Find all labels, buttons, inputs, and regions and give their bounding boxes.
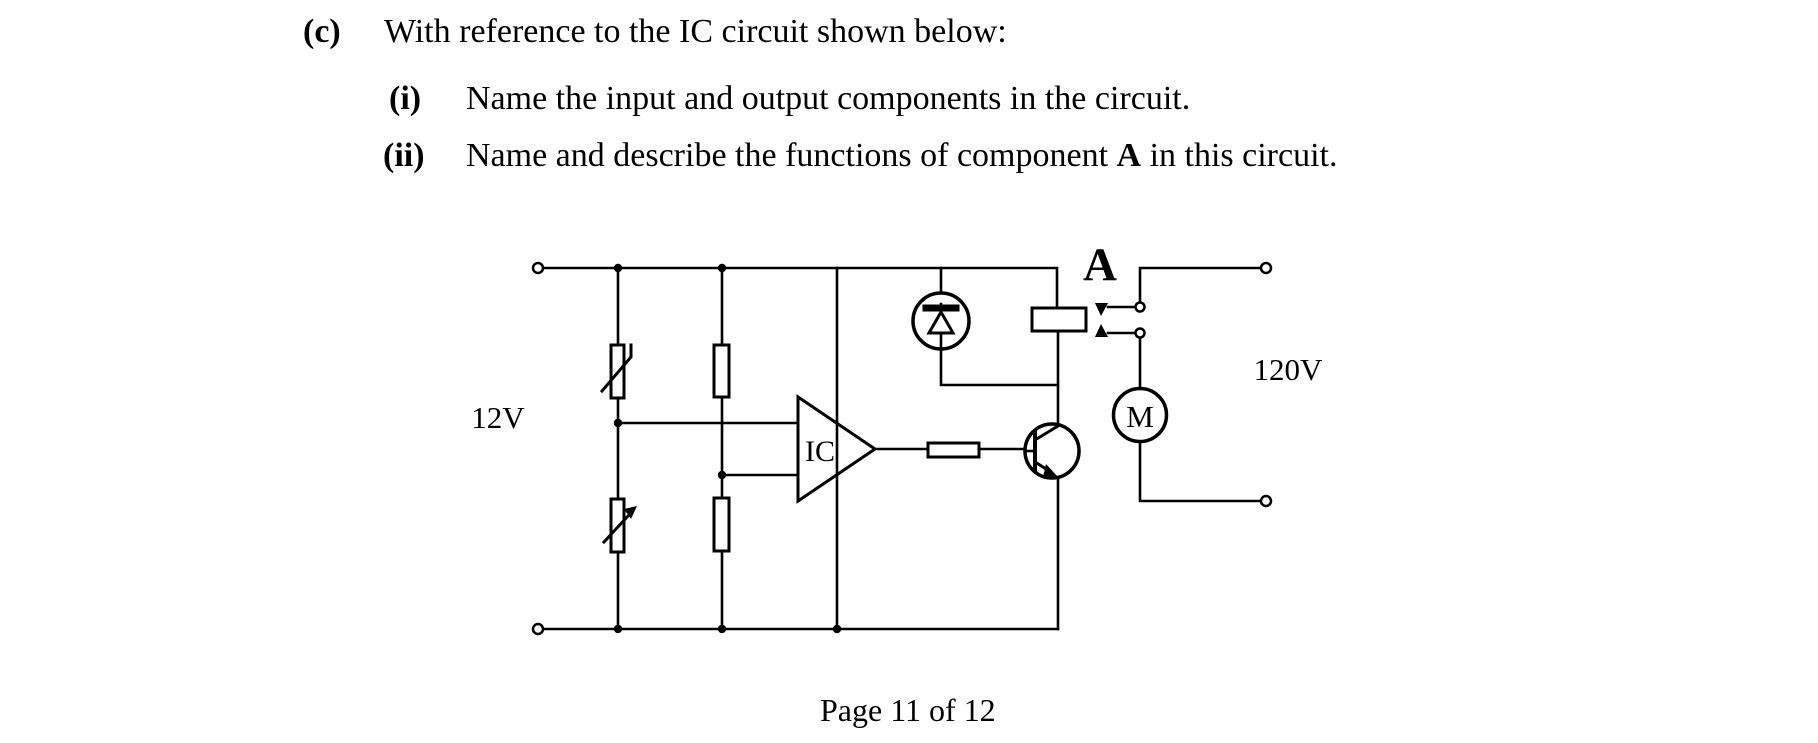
part-ii-text-after: in this circuit.	[1141, 137, 1338, 174]
part-ii-text-before: Name and describe the functions of compo…	[466, 137, 1117, 174]
base-resistor-symbol	[926, 441, 981, 459]
part-i-text: Name the input and output components in …	[466, 80, 1191, 117]
npn-transistor-symbol	[1023, 422, 1081, 480]
motor-bottom-wire	[1138, 439, 1268, 503]
terminal-bottom-left	[531, 622, 545, 636]
fixed-resistor-bottom-symbol	[712, 496, 731, 553]
protection-diode-symbol	[911, 291, 971, 351]
relay-contacts-symbol	[1095, 301, 1146, 339]
top-rail	[541, 266, 1059, 310]
contact-top-wire	[1138, 266, 1268, 304]
part-ii-emphasis-a: A	[1116, 137, 1142, 174]
part-ii-label: (ii)	[383, 137, 425, 174]
component-a-label: A	[1083, 239, 1117, 291]
ic-label: IC	[805, 435, 835, 468]
question-row-i: (i) Name the input and output components…	[0, 77, 1818, 121]
supply-12v-label: 12V	[471, 400, 525, 435]
junction-dots	[613, 263, 842, 634]
terminal-top-left	[531, 261, 545, 275]
variable-resistor-symbol	[601, 497, 637, 554]
motor-label: M	[1126, 399, 1154, 434]
question-row-c: (c) With reference to the IC circuit sho…	[0, 10, 1818, 54]
open-terminals	[531, 261, 1273, 636]
circuit-wires	[541, 266, 1268, 631]
fixed-resistor-top-symbol	[712, 343, 731, 399]
part-ii-text: Name and describe the functions of compo…	[466, 134, 1338, 178]
page-footer: Page 11 of 12	[820, 692, 996, 728]
question-row-ii: (ii) Name and describe the functions of …	[0, 134, 1818, 178]
part-i-label: (i)	[389, 80, 422, 117]
motor-symbol	[1111, 386, 1169, 444]
question-text: With reference to the IC circuit shown b…	[384, 13, 1007, 50]
question-label: (c)	[303, 13, 341, 50]
thermistor-symbol	[599, 343, 633, 400]
relay-coil-symbol	[1030, 306, 1088, 333]
terminal-top-right	[1259, 261, 1273, 275]
terminal-bottom-right	[1259, 494, 1273, 508]
supply-120v-label: 120V	[1254, 352, 1324, 387]
